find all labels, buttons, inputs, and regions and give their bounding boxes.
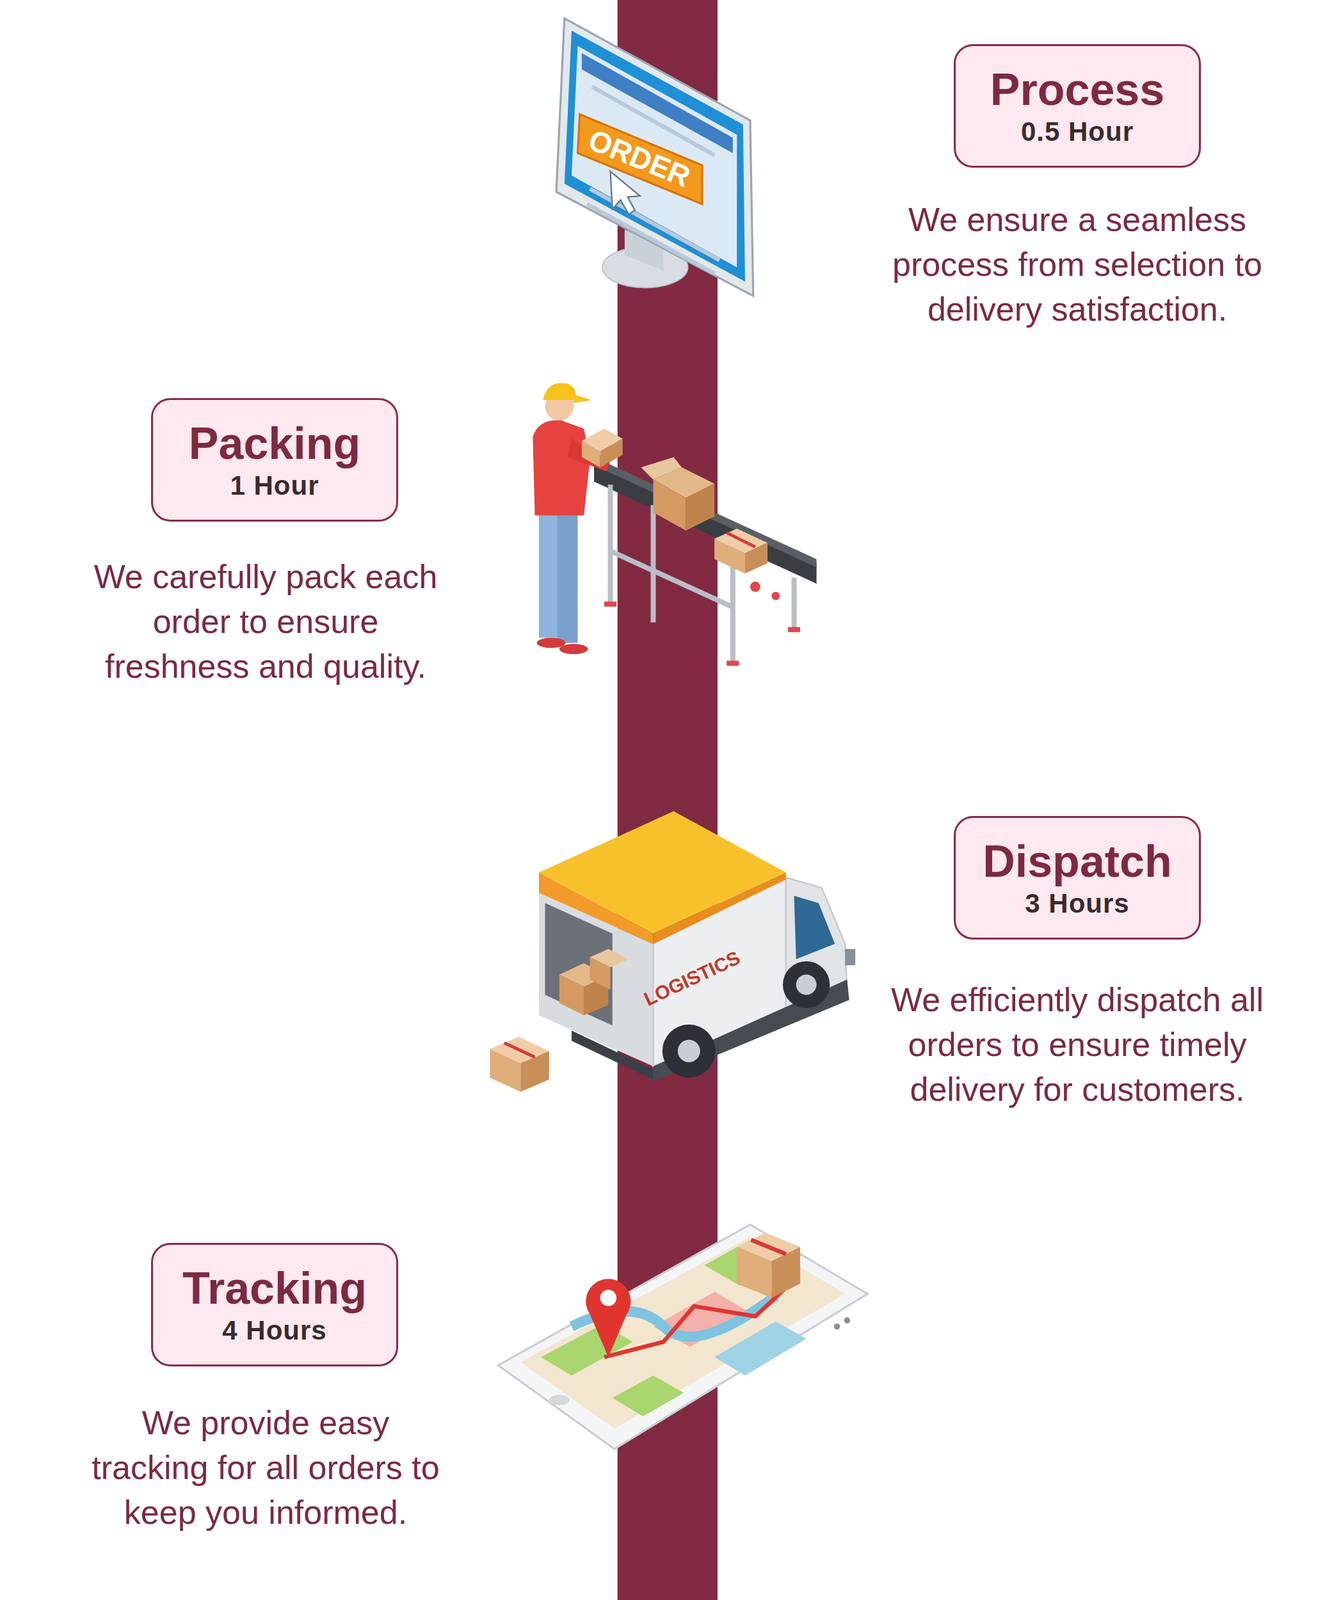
illustration-shape	[714, 538, 746, 574]
illustration-shape	[559, 974, 584, 1016]
illustration-shape	[538, 510, 560, 638]
illustration-shape	[504, 1042, 536, 1057]
stage-description: We provide easy tracking for all orders …	[80, 1400, 452, 1536]
van-icon	[489, 811, 856, 1093]
illustration-shape	[556, 18, 754, 297]
illustration-shape	[677, 1040, 701, 1063]
illustration-shape	[604, 1287, 787, 1358]
stage-box: Process0.5 Hour	[953, 44, 1201, 168]
illustration-shape	[571, 393, 593, 403]
illustration-shape	[549, 1395, 570, 1406]
stage-title: Tracking	[182, 1262, 367, 1315]
illustration-shape	[604, 604, 801, 664]
stage-duration: 3 Hours	[1024, 887, 1130, 920]
illustration-shape	[782, 961, 830, 1009]
stage-box: Dispatch3 Hours	[953, 816, 1201, 940]
monitor-icon	[556, 18, 754, 297]
illustration-shape	[537, 637, 566, 648]
illustration-shape	[498, 1224, 868, 1450]
illustration-shape	[489, 1049, 521, 1093]
illustration-shape	[608, 484, 614, 602]
illustration-shape	[557, 510, 579, 643]
stage-box: Packing1 Hour	[151, 398, 399, 522]
illustration-shape	[538, 811, 787, 934]
illustration-shape	[771, 1246, 801, 1299]
illustration-shape	[600, 1289, 618, 1307]
illustration-shape	[844, 1317, 851, 1324]
illustration-shape	[594, 457, 817, 568]
illustration-shape	[662, 1024, 716, 1078]
illustration-shape	[586, 204, 715, 274]
illustration-shape	[538, 872, 654, 945]
stage-title: Process	[990, 64, 1165, 116]
illustration-shape	[650, 505, 656, 623]
illustration-shape	[794, 896, 836, 960]
illustration-shape	[652, 479, 686, 531]
illustration-shape	[585, 1278, 631, 1358]
illustration-shape	[610, 171, 641, 215]
illustration-shape	[751, 1239, 787, 1254]
illustration-shape	[532, 420, 590, 516]
illustration-shape	[571, 1030, 654, 1080]
illustration-shape	[726, 660, 739, 666]
illustration-shape	[745, 542, 768, 574]
illustration-shape	[796, 974, 817, 996]
illustration-shape	[610, 551, 733, 608]
illustration-shape	[520, 1236, 845, 1429]
stage-duration: 1 Hour	[229, 469, 319, 502]
stage-title: Dispatch	[982, 835, 1173, 888]
illustration-shape	[736, 1246, 772, 1299]
illustration-shape	[544, 903, 612, 1026]
illustration-shape	[612, 1375, 685, 1417]
stage-duration: 0.5 Hour	[1020, 115, 1134, 148]
illustration-shape	[581, 441, 601, 468]
illustration-shape	[771, 592, 780, 601]
illustration-shape	[685, 483, 715, 531]
illustration-shape	[787, 627, 801, 633]
illustration-shape	[542, 382, 577, 401]
packing-icon	[532, 382, 817, 664]
illustration-shape	[600, 439, 623, 468]
illustration-shape	[834, 1323, 841, 1331]
illustration-shape	[604, 601, 617, 607]
illustration-shape	[640, 457, 682, 480]
illustration-shape	[590, 957, 611, 991]
stage-description: We ensure a seamless process from select…	[866, 197, 1289, 333]
illustration-shape	[652, 872, 786, 945]
phone-map-icon	[498, 1224, 868, 1450]
stage-description: We efficiently dispatch all orders to en…	[866, 977, 1289, 1113]
illustration-shape	[791, 577, 797, 628]
stage-description: We carefully pack each order to ensure f…	[80, 554, 452, 690]
stage-title: Packing	[188, 417, 361, 470]
illustration-shape	[844, 949, 856, 966]
illustration-shape	[750, 581, 761, 593]
illustration-shape	[559, 643, 589, 655]
stage-duration: 4 Hours	[222, 1314, 327, 1347]
stage-box: Tracking4 Hours	[151, 1243, 399, 1367]
illustration-shape	[726, 532, 756, 547]
